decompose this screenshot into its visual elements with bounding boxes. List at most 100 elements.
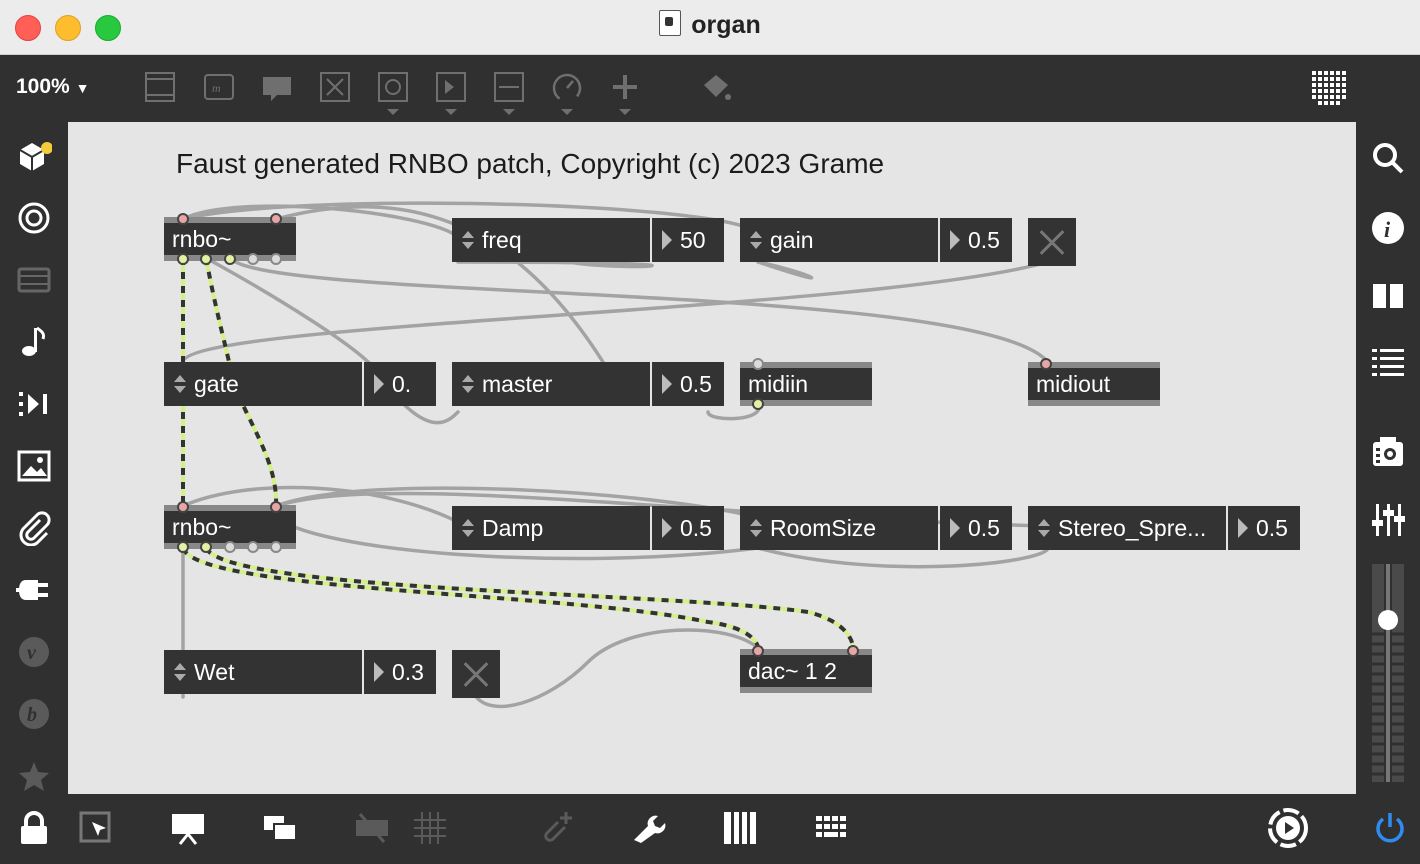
image-icon[interactable] (16, 448, 52, 484)
port-markers (177, 213, 1052, 657)
title-bar: organ (0, 0, 1420, 55)
media-icon[interactable] (16, 262, 52, 298)
inlet-bar (164, 505, 296, 511)
svg-text:v: v (27, 642, 37, 664)
mute-icon[interactable] (354, 810, 390, 846)
music-note-icon[interactable] (16, 324, 52, 360)
svg-text:i: i (1384, 217, 1391, 242)
object-text: rnbo~ (164, 223, 296, 255)
play-icon[interactable] (1266, 806, 1310, 850)
outlet-bar (740, 687, 872, 693)
number-box[interactable]: 0. (364, 362, 436, 406)
comment-icon[interactable] (261, 71, 293, 103)
button-dropdown-icon[interactable] (387, 109, 399, 115)
inlet-bar (740, 362, 872, 368)
object-text: midiout (1028, 368, 1160, 400)
dac-object[interactable]: dac~ 1 2 (740, 649, 872, 693)
inlet-bar (164, 217, 296, 223)
param-label: master (452, 362, 650, 406)
midiout-object[interactable]: midiout (1028, 362, 1160, 406)
number-box[interactable]: 0.5 (652, 506, 724, 550)
object-text: rnbo~ (164, 511, 296, 543)
message-icon[interactable]: m (203, 71, 235, 103)
package-icon[interactable] (16, 138, 53, 174)
right-sidebar: i (1356, 122, 1420, 794)
grid-snap-icon[interactable] (412, 810, 448, 846)
inlet-bar (1028, 362, 1160, 368)
info-icon[interactable]: i (1370, 210, 1406, 246)
window-title: organ (0, 10, 1420, 40)
number-box[interactable]: 50 (652, 218, 724, 262)
snapshot-icon[interactable] (1370, 434, 1406, 470)
format-icon[interactable] (700, 71, 732, 103)
param-label: RoomSize (740, 506, 938, 550)
level-meter-icon[interactable] (1370, 564, 1406, 786)
param-label: Damp (452, 506, 650, 550)
wrench-icon[interactable] (630, 810, 666, 846)
connect-icon[interactable] (538, 810, 574, 846)
param-label: freq (452, 218, 650, 262)
number-icon[interactable] (435, 71, 467, 103)
left-sidebar: v b (0, 122, 68, 794)
toggle-icon[interactable] (319, 71, 351, 103)
grid-icon[interactable] (1310, 69, 1350, 109)
outlet-bar (740, 400, 872, 406)
bottom-toolbar (0, 794, 1420, 864)
maximize-window-button[interactable] (95, 15, 121, 41)
list-icon[interactable] (1370, 344, 1406, 380)
param-label: gate (164, 362, 362, 406)
chevron-down-icon: ▼ (75, 80, 90, 96)
inlet-bar (740, 649, 872, 655)
toggle-x-2[interactable] (452, 650, 500, 698)
minimize-window-button[interactable] (55, 15, 81, 41)
document-lock-icon (659, 10, 682, 36)
lock-icon[interactable] (16, 810, 52, 846)
piano-icon[interactable] (722, 810, 758, 846)
add-object-dropdown-icon[interactable] (619, 109, 631, 115)
plug-icon[interactable] (16, 572, 52, 608)
svg-text:b: b (27, 704, 37, 726)
toggle-x-1[interactable] (1028, 218, 1076, 266)
windows-icon[interactable] (262, 810, 298, 846)
mixer-icon[interactable] (1370, 502, 1406, 538)
outlet-bar (1028, 400, 1160, 406)
object-text: midiin (740, 368, 872, 400)
target-icon[interactable] (16, 200, 52, 236)
split-view-icon[interactable] (1370, 278, 1406, 314)
add-object-icon[interactable] (609, 71, 641, 103)
select-icon[interactable] (78, 810, 114, 846)
patch-comment: Faust generated RNBO patch, Copyright (c… (176, 148, 885, 179)
object-text: dac~ 1 2 (740, 655, 872, 687)
zoom-menu[interactable]: 100% ▼ (16, 75, 89, 99)
top-toolbar: 100% ▼ m (0, 55, 1420, 122)
star-icon[interactable] (16, 758, 52, 794)
button-icon[interactable] (377, 71, 409, 103)
dial-icon[interactable] (551, 71, 583, 103)
beap-icon[interactable]: b (16, 696, 52, 732)
number-box[interactable]: 0.5 (652, 362, 724, 406)
midiin-object[interactable]: midiin (740, 362, 872, 406)
slider-dropdown-icon[interactable] (503, 109, 515, 115)
dial-dropdown-icon[interactable] (561, 109, 573, 115)
playback-icon[interactable] (16, 386, 52, 422)
number-box[interactable]: 0.5 (940, 218, 1012, 262)
param-label: Wet (164, 650, 362, 694)
number-dropdown-icon[interactable] (445, 109, 457, 115)
number-box[interactable]: 0.5 (1228, 506, 1300, 550)
param-label: gain (740, 218, 938, 262)
vizzie-icon[interactable]: v (16, 634, 52, 670)
param-label: Stereo_Spre... (1028, 506, 1226, 550)
close-window-button[interactable] (15, 15, 41, 41)
number-box[interactable]: 0.5 (940, 506, 1012, 550)
slider-icon[interactable] (493, 71, 525, 103)
keyboard-icon[interactable] (814, 810, 850, 846)
number-box[interactable]: 0.3 (364, 650, 436, 694)
clip-icon[interactable] (16, 510, 52, 547)
svg-text:m: m (212, 81, 221, 95)
patcher-canvas[interactable]: Faust generated RNBO patch, Copyright (c… (68, 122, 1356, 794)
presentation-object-icon[interactable] (144, 71, 176, 103)
zoom-value: 100% (16, 75, 70, 98)
power-icon[interactable] (1372, 810, 1408, 846)
presentation-icon[interactable] (170, 810, 206, 846)
search-icon[interactable] (1370, 140, 1406, 176)
